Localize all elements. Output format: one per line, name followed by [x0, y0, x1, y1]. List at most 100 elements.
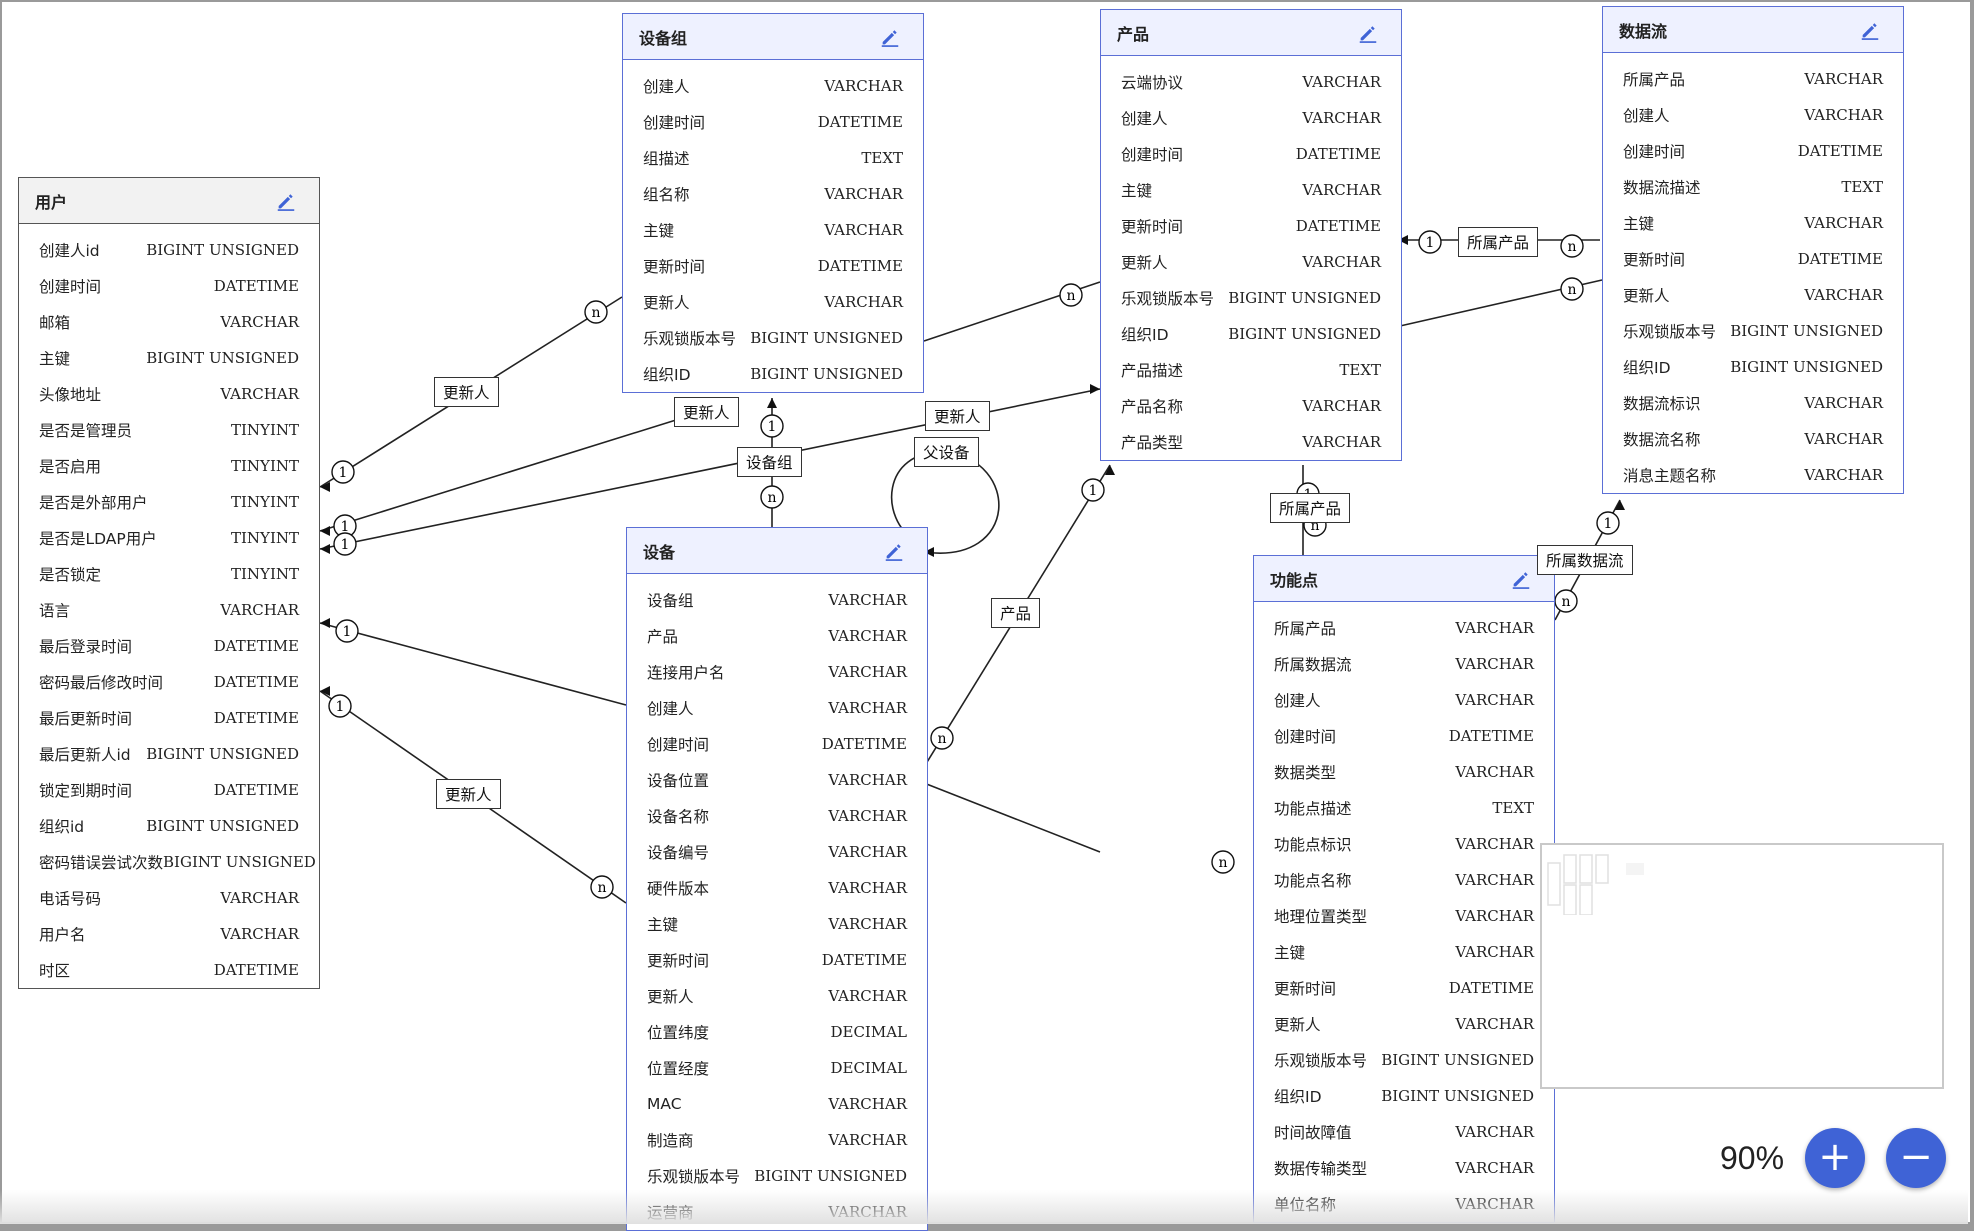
field-type: TINYINT — [230, 565, 299, 583]
relation-label-device-group[interactable]: 设备组 — [737, 447, 802, 477]
field-name: 时区 — [39, 962, 71, 980]
field-type: DATETIME — [1448, 727, 1534, 745]
field-type: DATETIME — [213, 961, 299, 979]
pencil-icon[interactable] — [1510, 568, 1532, 590]
pencil-icon[interactable] — [879, 26, 901, 48]
entity-title: 数据流 — [1619, 21, 1668, 41]
field-type: VARCHAR — [1302, 253, 1381, 271]
field-type: BIGINT UNSIGNED — [146, 349, 299, 367]
field-name: 创建人id — [39, 242, 100, 260]
entity-header: 功能点 — [1254, 556, 1554, 602]
field-name: 运营商 — [647, 1204, 694, 1222]
entity-title: 设备 — [643, 542, 676, 562]
field-type: VARCHAR — [1455, 871, 1534, 889]
field-type: VARCHAR — [1455, 1195, 1534, 1213]
field-row: 单位名称 VARCHAR — [1254, 1186, 1554, 1222]
pencil-icon[interactable] — [1859, 19, 1881, 41]
zoom-in-button[interactable]: + — [1805, 1128, 1865, 1188]
field-name: 创建时间 — [1121, 146, 1184, 164]
field-type: VARCHAR — [828, 807, 907, 825]
pencil-icon[interactable] — [275, 190, 297, 212]
minimap[interactable] — [1540, 843, 1944, 1089]
field-name: 数据流名称 — [1623, 431, 1701, 449]
field-type: VARCHAR — [828, 663, 907, 681]
relation-label-owner-product[interactable]: 所属产品 — [1458, 227, 1539, 257]
field-type: DATETIME — [1295, 217, 1381, 235]
field-type: BIGINT UNSIGNED — [1730, 322, 1883, 340]
field-type: DATETIME — [1295, 145, 1381, 163]
field-type: VARCHAR — [828, 843, 907, 861]
field-name: 锁定到期时间 — [39, 782, 133, 800]
field-name: 主键 — [643, 222, 675, 240]
field-type: DATETIME — [213, 637, 299, 655]
field-name: 创建时间 — [1274, 728, 1337, 746]
field-name: 乐观锁版本号 — [647, 1168, 741, 1186]
relation-label-updater[interactable]: 更新人 — [434, 377, 499, 407]
relation-label-owner-product[interactable]: 所属产品 — [1270, 493, 1351, 523]
field-type: VARCHAR — [1455, 1159, 1534, 1177]
field-type: VARCHAR — [1804, 286, 1883, 304]
relation-label-updater[interactable]: 更新人 — [436, 779, 501, 809]
relation-label-parent-device[interactable]: 父设备 — [914, 437, 979, 467]
zoom-out-button[interactable]: − — [1886, 1128, 1946, 1188]
pencil-icon[interactable] — [1357, 22, 1379, 44]
relation-label-updater[interactable]: 更新人 — [925, 401, 990, 431]
field-name: 更新人 — [643, 294, 690, 312]
field-name: 乐观锁版本号 — [1121, 290, 1215, 308]
relation-label-product[interactable]: 产品 — [991, 598, 1041, 628]
entity-header: 用户 — [19, 178, 319, 224]
field-name: 单位名称 — [1274, 1196, 1337, 1214]
field-name: 数据传输类型 — [1274, 1160, 1368, 1178]
field-type: VARCHAR — [220, 925, 299, 943]
field-type: VARCHAR — [828, 879, 907, 897]
field-type: VARCHAR — [1455, 763, 1534, 781]
entity-header: 产品 — [1101, 10, 1401, 56]
relation-label-owner-stream[interactable]: 所属数据流 — [1537, 545, 1633, 575]
relation-label-updater[interactable]: 更新人 — [674, 397, 739, 427]
field-type: VARCHAR — [824, 77, 903, 95]
field-type: DECIMAL — [830, 1023, 907, 1041]
field-type: VARCHAR — [1804, 106, 1883, 124]
field-row: 是否锁定 TINYINT — [19, 556, 319, 592]
field-type: DATETIME — [821, 735, 907, 753]
field-type: TINYINT — [230, 493, 299, 511]
pencil-icon[interactable] — [883, 540, 905, 562]
field-name: 更新人 — [1121, 254, 1168, 272]
field-name: 乐观锁版本号 — [643, 330, 737, 348]
field-name: 组织id — [39, 818, 85, 836]
field-name: 设备组 — [647, 592, 694, 610]
field-type: BIGINT UNSIGNED — [1381, 1051, 1534, 1069]
field-type: DATETIME — [1797, 250, 1883, 268]
field-row: 创建时间 DATETIME — [1254, 718, 1554, 754]
field-type: VARCHAR — [1455, 943, 1534, 961]
field-name: 是否锁定 — [39, 566, 102, 584]
field-type: VARCHAR — [220, 889, 299, 907]
